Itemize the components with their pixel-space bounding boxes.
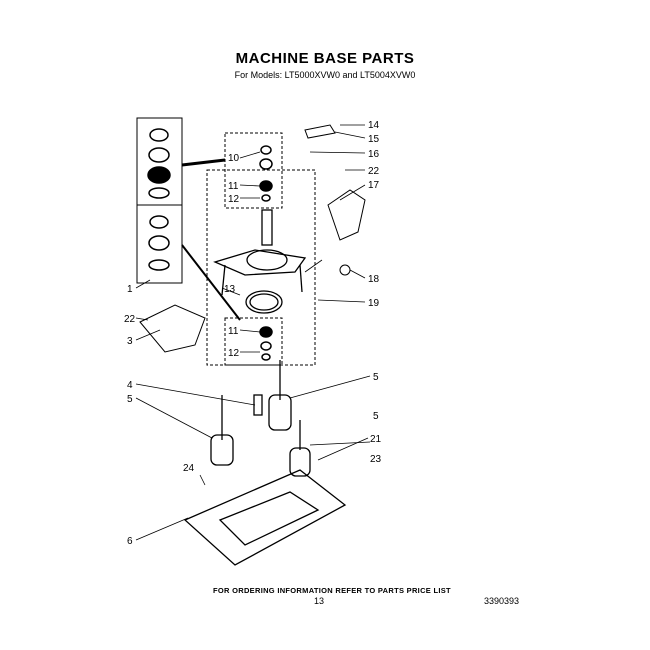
callout-17: 17: [368, 180, 380, 191]
callout-3: 3: [127, 336, 133, 347]
page-subtitle: For Models: LT5000XVW0 and LT5004XVW0: [234, 70, 416, 80]
callout-22: 22: [368, 166, 380, 177]
seal-kit-box: [136, 117, 183, 284]
callout-12b: 12: [228, 348, 240, 359]
page-title: MACHINE BASE PARTS: [235, 50, 415, 67]
gearcase: [213, 209, 307, 314]
callout-1: 1: [127, 284, 133, 295]
callout-5b: 5: [373, 372, 379, 383]
bracket: [304, 124, 336, 139]
shield-left: [139, 304, 206, 353]
callout-11b: 11: [228, 326, 239, 337]
document-number: 3390393: [484, 596, 520, 606]
callout-15: 15: [368, 134, 380, 145]
callout-18: 18: [368, 274, 380, 285]
page-number: 13: [314, 596, 325, 606]
ordering-note: FOR ORDERING INFORMATION REFER TO PARTS …: [213, 586, 451, 595]
callout-12: 12: [228, 194, 240, 205]
leveling-legs: [210, 360, 311, 477]
callout-labels: 14 15 16 22 17 10 11 12 18 19 13 1 22 3 …: [124, 120, 382, 547]
callout-24: 24: [183, 463, 195, 474]
callout-16: 16: [368, 149, 380, 160]
callout-5c: 5: [373, 411, 379, 422]
nut: [339, 264, 351, 276]
callout-11: 11: [228, 181, 239, 192]
seal-parts: [147, 128, 171, 271]
bearing-box-lower: [224, 317, 283, 366]
callout-23: 23: [370, 454, 382, 465]
machine-base: [183, 469, 347, 566]
callout-19: 19: [368, 298, 380, 309]
callout-10: 10: [228, 153, 240, 164]
callout-4: 4: [127, 380, 133, 391]
callout-13: 13: [224, 284, 236, 295]
callout-14: 14: [368, 120, 380, 131]
callout-22b: 22: [124, 314, 136, 325]
callout-21: 21: [370, 434, 382, 445]
callout-5a: 5: [127, 394, 133, 405]
callout-6: 6: [127, 536, 133, 547]
shield-right: [327, 189, 366, 241]
